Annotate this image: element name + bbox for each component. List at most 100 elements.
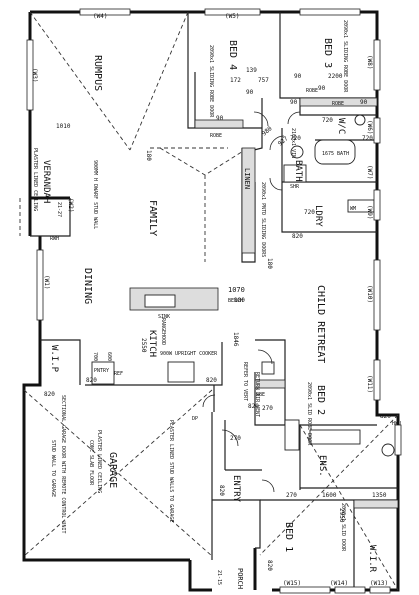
note-bed4-door: 2090x1 SLIDING ROBE DOOR [208,45,214,118]
dim-90e: 90 [216,115,224,122]
dim-180a: 180 [145,150,152,161]
dim-820a: 820 [292,233,303,240]
pantry-box [91,361,115,385]
room-ens: ENS. [317,455,327,477]
bed1-door-swing [261,479,275,493]
dim-820b: 820 [86,377,97,384]
dim-1010: 1010 [56,123,71,130]
dim-270b: 270 [286,492,297,499]
dim-2200: 2200 [328,73,343,80]
dim-720b: 720 [290,135,301,142]
note-bath-size: 1675 BATH [322,151,349,157]
window-label-w5: (W5) [225,13,239,20]
note-wm: WM [350,206,356,212]
dim-757: 757 [258,77,269,84]
ldry-door-swing [269,177,283,191]
wir-rail [353,499,399,509]
room-wc: W/C [336,118,346,134]
dim-1846: 1846 [232,332,239,347]
room-wir: W.I.R [367,545,377,573]
room-labels: BED 3 BED 4 RUMPUS VERANDAH FAMILY LINEN… [41,38,377,589]
dim-820f: 820 [380,413,391,420]
dim-21-15: 21-15 [216,570,222,585]
dashed-lines [19,11,399,591]
window-label-w6: (W6) [366,120,373,134]
bed3-robe-rail [299,97,378,107]
note-upright-cooker: 900W UPRIGHT COOKER [160,351,218,357]
note-robe-bed3: ROBE [332,101,344,107]
dim-90a: 90 [246,89,254,96]
toilet-bowl [354,114,366,126]
door-swings [202,111,301,493]
note-verandah-ceiling: PLASTER LINED CEILING [32,148,38,211]
room-garage: GARAGE [107,452,118,488]
dim-90c: 90 [318,85,326,92]
note-dp: DP [192,416,198,422]
bed3-door-swing [287,111,301,125]
room-verandah: VERANDAH [41,160,51,203]
note-ref: REF [114,371,123,377]
note-robe-bed4: ROBE [210,133,222,139]
note-vinyl: 2100x1 VIN [290,128,296,158]
dim-90f: 90 [290,99,298,106]
ensuite-toilet [381,443,395,457]
shower-base [290,145,304,159]
window-label-w11: (W11) [366,375,373,393]
room-bed2: BED 2 [315,385,326,415]
room-family: FAMILY [147,200,158,236]
bed2-robe-rail [254,379,286,389]
dim-820d: 820 [44,391,55,398]
ensuite-shower [284,419,300,451]
dim-820g: 820 [218,485,225,496]
room-rumpus: RUMPUS [92,55,103,91]
note-slab-floor: CONC SLAB FLOOR [88,440,94,486]
note-shr: SHR [290,184,300,190]
dim-2550: 2550 [140,338,147,353]
dim-21-27: 21-27 [56,202,62,217]
dim-270a: 270 [230,435,241,442]
sink [144,294,176,308]
bed4-door-swing [253,111,269,127]
note-ensuite-door: 2090x1 SLID DOOR [340,503,346,552]
linen-shelves [241,147,256,254]
garage-door-swing [202,394,216,408]
dim-139: 139 [246,67,257,74]
room-entry: ENTRY [231,475,241,503]
note-return-air: RETURN AIR VENT [254,372,260,417]
dim-1600: 1600 [322,492,337,499]
bath-door-swing [269,135,285,151]
dim-1070: 1070 [228,286,245,294]
note-stud-wall: 900MM H DWARF STUD WALL [92,160,98,229]
dim-180b: 180 [234,297,245,304]
note-bed2-door: 2090x1 SLID ROBE DOOR [306,382,312,446]
entry-door-swing [221,429,239,447]
room-porch: PORCH [236,568,244,589]
note-rwh: RWH [50,236,59,242]
window-label-w9: (W9) [366,205,373,219]
room-bath: BATH [293,160,303,182]
note-plaster-walls: PLASTER LINED STUD WALLS TO GARAGE [168,420,174,522]
window-label-w15: (W15) [283,580,301,587]
window-markers [26,8,402,594]
dim-180c: 180 [266,258,273,269]
note-bench: BENCH [228,298,243,304]
note-linen-door: 2090x1 PNTD SLIDING DOORS [260,182,266,257]
bath-tub [314,139,356,165]
note-plaster-ceiling: PLASTER LINED CEILING [96,430,102,493]
window-label-w14: (W14) [330,580,348,587]
note-rbe: RBE [256,392,265,398]
note-hwu: HWU [392,421,401,427]
dim-1350: 1350 [372,492,387,499]
upright-cooker [167,361,195,383]
room-dining: DINING [82,268,93,304]
dim-700: 700 [92,352,98,361]
room-linen: LINEN [243,168,251,189]
note-rangehood: RANGEHOOD [160,318,166,345]
dim-820c: 820 [206,377,217,384]
vanity [283,164,307,183]
window-labels: (W4) (W5) (W3) (W2) (W1) (W6) (W7) (W8) … [31,13,388,587]
note-pntry: PNTRY [94,368,109,374]
dimension-labels: 1010 21-27 180 180 180 172 757 139 90 90… [44,67,391,585]
room-ldry: LDRY [313,205,323,227]
window-label-w8: (W8) [366,55,373,69]
